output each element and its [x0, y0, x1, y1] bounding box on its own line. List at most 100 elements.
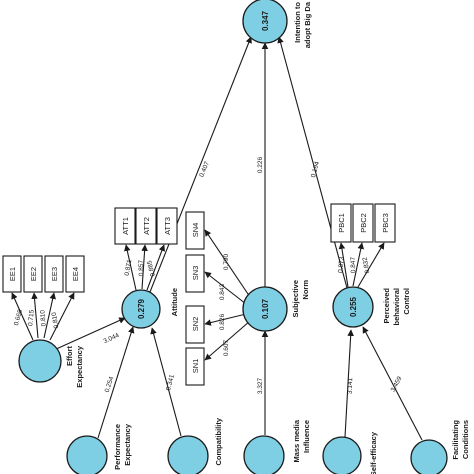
- loading-att1: 0.871: [124, 259, 134, 277]
- coef-selfefficacy-pbc: 3.141: [347, 377, 355, 394]
- indicator-boxes: EE1 EE2 EE3 EE4 ATT1 ATT2 ATT3 SN4: [2, 203, 396, 386]
- indicator-ee2: EE2: [23, 255, 43, 293]
- loading-sn1: 0.607: [223, 339, 230, 356]
- svg-text:EE3: EE3: [50, 267, 59, 281]
- r2-subjective-norm: 0.107: [261, 298, 270, 319]
- measurement-arrows: [11, 229, 385, 361]
- loading-pbc3: 0.832: [362, 256, 372, 274]
- path-effort-attitude: [53, 317, 126, 351]
- construct-facilitating: Facilitating Conditions: [410, 420, 470, 474]
- indicator-ee3: EE3: [44, 255, 64, 293]
- loading-arrow-ee2: [31, 292, 39, 339]
- coef-effort-attitude: 3.044: [103, 332, 121, 345]
- coef-facilitating-pbc: 3.459: [390, 375, 404, 393]
- path-coefficients: 0.407 0.226 0.194 3.044 0.254 0.341 3.32…: [103, 156, 404, 394]
- label-facilitating-2: Conditions: [461, 420, 470, 459]
- indicator-ee1: EE1: [2, 255, 22, 293]
- label-performance-1: Performance: [113, 424, 122, 470]
- structural-paths: [53, 36, 423, 441]
- path-selfefficacy-pbc: [344, 329, 354, 438]
- svg-text:ATT3: ATT3: [163, 217, 172, 235]
- label-attitude: Attitude: [170, 288, 179, 316]
- construct-performance: Performance Expectancy: [66, 423, 132, 474]
- loading-arrow-pbc3: [357, 242, 385, 288]
- coef-pbc-intention: 0.194: [310, 160, 321, 178]
- path-attitude-intention: [149, 36, 252, 293]
- loading-arrow-pbc1: [338, 242, 349, 288]
- loading-arrow-sn3: [204, 271, 247, 305]
- label-compatibility: Compatibility: [214, 417, 223, 465]
- loading-arrow-att3: [146, 244, 165, 291]
- svg-text:EE1: EE1: [8, 267, 17, 281]
- label-intention-2: adopt Big Da: [303, 1, 312, 48]
- coef-performance-attitude: 0.254: [104, 375, 116, 393]
- label-mass-media-2: Influence: [302, 420, 311, 453]
- r2-attitude: 0.279: [137, 298, 146, 319]
- indicator-sn2: SN2: [185, 305, 205, 344]
- r2-intention: 0.347: [261, 10, 270, 31]
- indicator-att2: ATT2: [135, 207, 157, 245]
- label-effort-1: Effort: [65, 346, 74, 366]
- label-facilitating-1: Facilitating: [451, 420, 460, 460]
- loading-sn4: 0.790: [223, 253, 230, 270]
- loading-ee1: 0.668: [13, 308, 24, 326]
- svg-text:SN4: SN4: [191, 223, 200, 238]
- loading-pbc2: 0.847: [350, 256, 358, 273]
- label-subjective-norm-1: Subjective: [291, 280, 300, 318]
- indicator-sn4: SN4: [185, 211, 205, 250]
- label-mass-media-1: Mass media: [292, 419, 301, 462]
- construct-compatibility: Compatibility: [167, 417, 223, 474]
- construct-pbc: 0.255 Perceived behavioral Control: [332, 286, 411, 328]
- indicator-pbc1: PBC1: [330, 203, 352, 243]
- svg-text:ATT1: ATT1: [121, 217, 130, 235]
- label-pbc-2: behavioral: [392, 288, 401, 326]
- svg-text:SN3: SN3: [191, 266, 200, 281]
- construct-self-efficacy: Self-efficacy: [322, 431, 378, 474]
- svg-text:EE4: EE4: [71, 267, 80, 281]
- label-pbc-3: Control: [402, 288, 411, 315]
- indicator-att1: ATT1: [114, 207, 136, 245]
- loading-sn2: 0.826: [219, 313, 226, 330]
- loading-arrow-pbc2: [352, 242, 365, 287]
- label-subjective-norm-2: Norm: [301, 280, 310, 300]
- loading-att3: 0.885: [146, 259, 157, 277]
- r2-pbc: 0.255: [349, 296, 358, 317]
- loading-pbc1: 0.873: [337, 256, 345, 273]
- indicator-att3: ATT3: [156, 207, 178, 245]
- loading-labels: 0.668 0.715 0.810 0.810 0.871 0.857 0.88…: [13, 253, 371, 356]
- svg-text:PBC2: PBC2: [359, 213, 368, 233]
- loading-arrow-ee4: [49, 292, 75, 341]
- loading-arrow-ee3: [43, 292, 56, 339]
- loading-arrow-att2: [141, 244, 148, 290]
- label-self-efficacy: Self-efficacy: [369, 431, 378, 474]
- path-facilitating-pbc: [362, 326, 423, 441]
- coef-sn-intention: 0.226: [257, 156, 264, 173]
- loading-ee2: 0.715: [27, 309, 35, 326]
- coef-massmedia-sn: 3.327: [257, 377, 264, 394]
- svg-text:PBC3: PBC3: [381, 213, 390, 233]
- svg-text:ATT2: ATT2: [142, 217, 151, 235]
- label-effort-2: Expectancy: [75, 345, 84, 388]
- loading-att2: 0.857: [138, 259, 146, 276]
- loading-arrow-sn1: [204, 320, 251, 361]
- construct-mass-media: Mass media Influence: [243, 419, 311, 474]
- loading-arrow-sn4: [204, 229, 251, 298]
- path-compatibility-attitude: [150, 327, 182, 437]
- loading-ee3: 0.810: [39, 309, 47, 326]
- indicator-pbc3: PBC3: [374, 203, 396, 243]
- loading-sn3: 0.843: [219, 283, 226, 300]
- construct-subjective-norm: 0.107 Subjective Norm: [242, 280, 310, 332]
- loading-ee4: 0.810: [51, 311, 61, 329]
- construct-intention: 0.347 Intention to adopt Big Da: [242, 0, 312, 48]
- label-intention-1: Intention to: [293, 2, 302, 43]
- coef-attitude-intention: 0.407: [198, 160, 211, 178]
- indicator-pbc2: PBC2: [352, 203, 374, 243]
- coef-compatibility-attitude: 0.341: [165, 374, 176, 392]
- svg-text:SN1: SN1: [191, 359, 200, 374]
- indicator-ee4: EE4: [65, 255, 85, 293]
- latent-constructs: 0.347 Intention to adopt Big Da 0.279 At…: [18, 0, 470, 474]
- path-pbc-intention: [277, 36, 348, 289]
- svg-text:EE2: EE2: [29, 267, 38, 281]
- construct-attitude: 0.279 Attitude: [121, 288, 179, 329]
